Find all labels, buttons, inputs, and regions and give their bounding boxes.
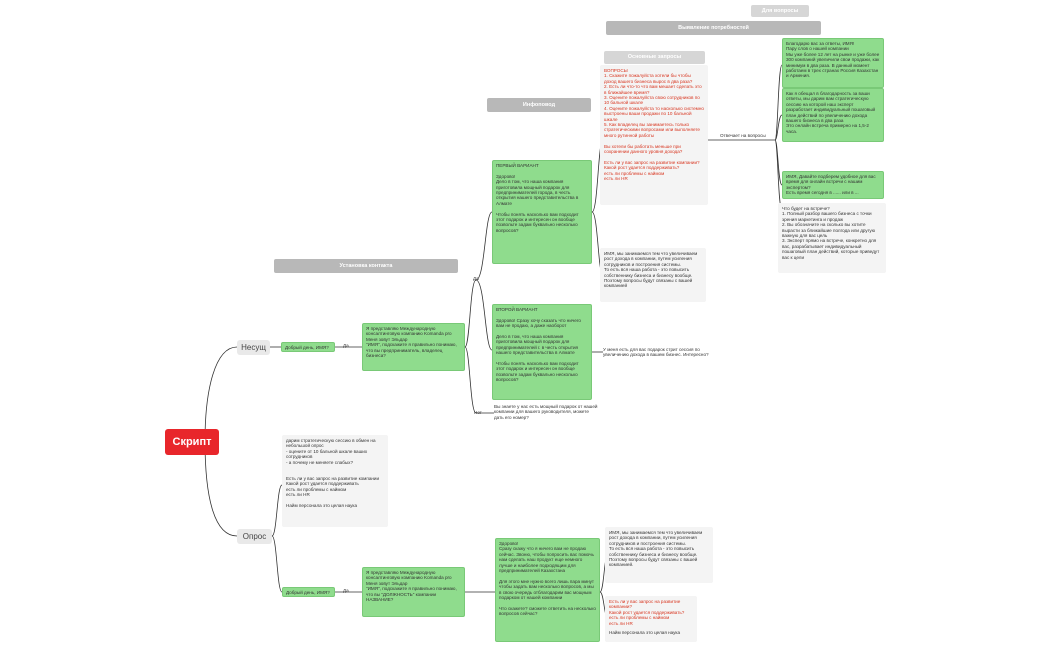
node-opros-red[interactable]: Есть ли у вас запрос на развитие компани… — [605, 596, 697, 642]
node-schedule[interactable]: ИМЯ, Давайте подберем удобное для вас вр… — [782, 171, 884, 199]
label-yes-3: Да — [343, 588, 349, 593]
banner-dlya-voprosy: Для вопросы — [751, 5, 809, 17]
node-thanks[interactable]: Благодарю вас за ответы, ИМЯ! Пару слов … — [782, 38, 884, 88]
banner-vyyavlenie: Выявление потребностей — [606, 21, 821, 35]
label-yes-2: Да — [473, 276, 479, 281]
root-node[interactable]: Скрипт — [165, 429, 219, 455]
banner-ustanovka: Установка контакта — [274, 259, 458, 273]
node-greet-1[interactable]: Добрый день, ИМЯ? — [281, 342, 335, 352]
link-root-nesushch — [204, 346, 238, 442]
node-no-reply[interactable]: Вы знаете у нас есть мощный подарок от н… — [494, 404, 598, 420]
node-opros-reply[interactable]: Здорово! Сразу скажу что я ничего вам не… — [495, 538, 600, 642]
branch-nesushch[interactable]: Несущ — [237, 340, 270, 355]
link-intro-variants — [464, 279, 477, 348]
node-meeting[interactable]: Что будет на встрече? 1. Полный разбор в… — [778, 203, 886, 273]
label-no: Нет — [474, 410, 482, 415]
node-variant-2[interactable]: ВТОРОЙ ВАРИАНТ Здорово! Сразу хочу сказа… — [492, 304, 592, 400]
node-greet-2[interactable]: Добрый день, ИМЯ? — [282, 587, 335, 597]
node-interesting[interactable]: У меня есть для вас подарок стрит сессия… — [603, 347, 709, 358]
node-promise[interactable]: Как я обещал в благодарность за ваши отв… — [782, 88, 884, 142]
link-opros-info — [271, 484, 283, 537]
banner-osnovnye: Основные запросы — [604, 51, 705, 64]
node-growth[interactable]: ИМЯ, мы занимаемся тем что увеличиваем р… — [600, 248, 706, 302]
node-opros-growth[interactable]: ИМЯ, мы занимаемся тем что увеличиваем р… — [605, 527, 713, 583]
node-questions[interactable]: ВОПРОСЫ 1. Скажите пожалуйста хотели бы … — [600, 65, 708, 205]
node-opros-info[interactable]: дарим стратегическую сессию в обмен на н… — [282, 435, 388, 527]
link-root-opros — [204, 440, 238, 537]
link-intro-no — [464, 346, 494, 414]
node-intro-1[interactable]: Я представляю Международную консалтингов… — [362, 323, 465, 371]
banner-infopovod: Инфоповод — [487, 98, 591, 112]
branch-opros[interactable]: Опрос — [237, 529, 272, 544]
label-yes-1: Да — [343, 343, 349, 348]
node-intro-2[interactable]: Я представляю Международную консалтингов… — [362, 567, 465, 617]
node-variant-1[interactable]: ПЕРВЫЙ ВАРИАНТ Здорово! Дело в том, что … — [492, 160, 592, 264]
label-answer-questions: Отвечает на вопросы — [720, 133, 766, 138]
link-opros-greet2 — [271, 535, 283, 593]
